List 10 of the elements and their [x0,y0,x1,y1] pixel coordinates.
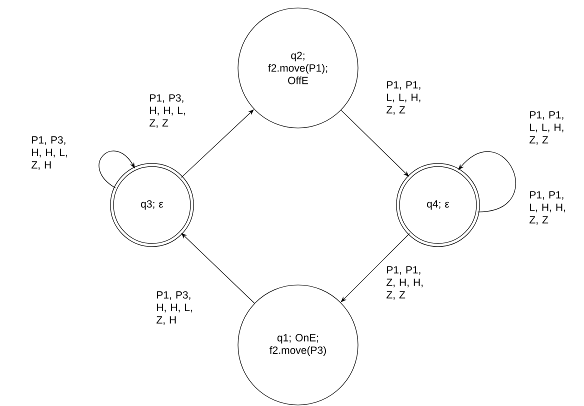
edge-label: P1, P3, H, H, L, Z, H [156,291,192,325]
transition-arrow [340,233,410,302]
transition-arrow [98,150,135,188]
edge-label: P1, P1, L, L, H, Z, Z [386,81,420,115]
edge-label: P1, P1, L, L, H, Z, Z [530,111,564,145]
transition-arrow [458,152,516,212]
transition-label: P1, P1, L, H, H, Z, Z [530,191,565,225]
edge-label: P1, P3, H, H, L, Z, Z [150,94,185,128]
edge-label: P1, P1, Z, H, H, Z, Z [386,266,423,300]
edge-label: P1, P3, H, H, L, Z, H [32,136,68,170]
